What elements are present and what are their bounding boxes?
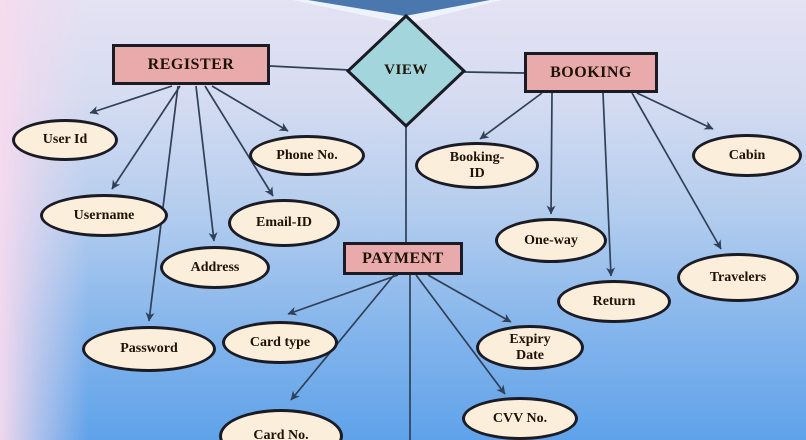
attribute-return: Return — [557, 280, 671, 323]
attribute-address: Address — [160, 246, 270, 289]
connector-booking-travelers — [631, 92, 722, 250]
connector-booking-cabin — [636, 92, 714, 130]
connector-register-view — [269, 65, 350, 71]
connector-payment-cvvno — [415, 274, 506, 395]
background-chevron — [308, 0, 490, 16]
attribute-email-id: Email-ID — [228, 199, 340, 247]
attribute-one-way: One-way — [495, 218, 607, 263]
connector-view-booking — [463, 71, 525, 74]
connector-register-password — [145, 85, 179, 322]
relationship-view-label: VIEW — [384, 62, 428, 78]
attribute-travelers: Travelers — [677, 253, 799, 302]
connector-register-address — [195, 85, 218, 242]
connector-booking-return — [602, 92, 616, 277]
connector-booking-oneway — [546, 92, 556, 215]
entity-register: REGISTER — [112, 44, 270, 85]
attribute-user-id: User Id — [12, 119, 118, 161]
attribute-card-type: Card type — [222, 321, 338, 364]
entity-booking: BOOKING — [524, 52, 658, 93]
entity-payment: PAYMENT — [343, 242, 463, 275]
attribute-phone-no: Phone No. — [249, 135, 365, 176]
connector-payment-cardtype — [287, 274, 399, 316]
attribute-expiry-date: Expiry Date — [476, 325, 584, 370]
attribute-username: Username — [40, 194, 168, 237]
relationship-view-diamond — [345, 13, 467, 129]
connector-register-userid — [89, 85, 173, 115]
attribute-booking-id: Booking- ID — [415, 142, 539, 189]
attribute-cabin: Cabin — [692, 134, 802, 177]
attribute-password: Password — [82, 326, 216, 372]
connector-register-phoneno — [211, 85, 289, 132]
connector-payment-cardno — [290, 274, 395, 401]
connector-register-username — [111, 85, 181, 190]
attribute-cvv-no: CVV No. — [462, 397, 578, 440]
connector-payment-expirydate — [427, 274, 512, 323]
connector-register-emailid — [204, 85, 274, 197]
connector-booking-bookingid — [479, 92, 543, 140]
